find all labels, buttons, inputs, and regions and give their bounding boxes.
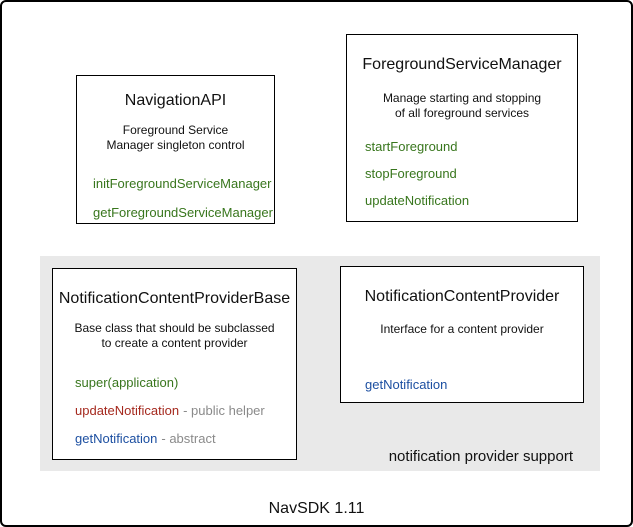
class-title-foreground-service-manager: ForegroundServiceManager [362, 56, 562, 73]
description-line: of all foreground services [394, 106, 530, 120]
description-line: Base class that should be subclassed [74, 321, 275, 335]
description-line: Foreground Service [122, 123, 229, 137]
diagram-caption: NavSDK 1.11 [268, 500, 365, 517]
method-getnotification: getNotification- abstract [75, 431, 296, 446]
method-annotation: - public helper [183, 403, 265, 418]
class-title-notification-content-provider: NotificationContentProvider [364, 288, 560, 305]
method-getforegroundservicemanager: getForegroundServiceManager [93, 205, 273, 220]
method-list: startForeground stopForeground updateNot… [347, 139, 577, 208]
method-getnotification: getNotification [365, 377, 448, 392]
method-annotation: - abstract [161, 431, 216, 446]
class-description: Foreground Service Manager singleton con… [77, 123, 274, 153]
method-list: super(application) updateNotification- p… [53, 375, 296, 446]
description-line: Interface for a content provider [380, 322, 544, 336]
description-line: Manage starting and stopping [382, 91, 542, 105]
class-box-navigation-api: NavigationAPI Foreground Service Manager… [76, 75, 275, 224]
method-list: getNotification [341, 377, 583, 392]
description-line: Manager singleton control [106, 138, 245, 152]
method-startforeground: startForeground [365, 139, 458, 154]
class-box-notification-content-provider: NotificationContentProvider Interface fo… [340, 266, 584, 403]
method-name: updateNotification [75, 403, 180, 418]
class-description: Manage starting and stopping of all fore… [347, 91, 577, 121]
method-list: initForegroundServiceManager getForegrou… [77, 176, 274, 220]
description-line: to create a content provider [101, 336, 248, 350]
method-initforegroundservicemanager: initForegroundServiceManager [93, 176, 272, 191]
class-description: Base class that should be subclassed to … [53, 321, 296, 351]
method-name: super(application) [75, 375, 179, 390]
class-description: Interface for a content provider [341, 322, 583, 337]
method-stopforeground: stopForeground [365, 166, 457, 181]
class-box-notification-content-provider-base: NotificationContentProviderBase Base cla… [52, 268, 297, 460]
method-updatenotification: updateNotification- public helper [75, 403, 296, 418]
class-title-navigation-api: NavigationAPI [124, 92, 227, 109]
group-label-notification-provider-support: notification provider support [388, 448, 573, 465]
method-name: getNotification [75, 431, 158, 446]
class-title-notification-content-provider-base: NotificationContentProviderBase [58, 290, 291, 307]
method-super-application: super(application) [75, 375, 296, 390]
class-box-foreground-service-manager: ForegroundServiceManager Manage starting… [346, 34, 578, 222]
method-updatenotification: updateNotification [365, 193, 470, 208]
